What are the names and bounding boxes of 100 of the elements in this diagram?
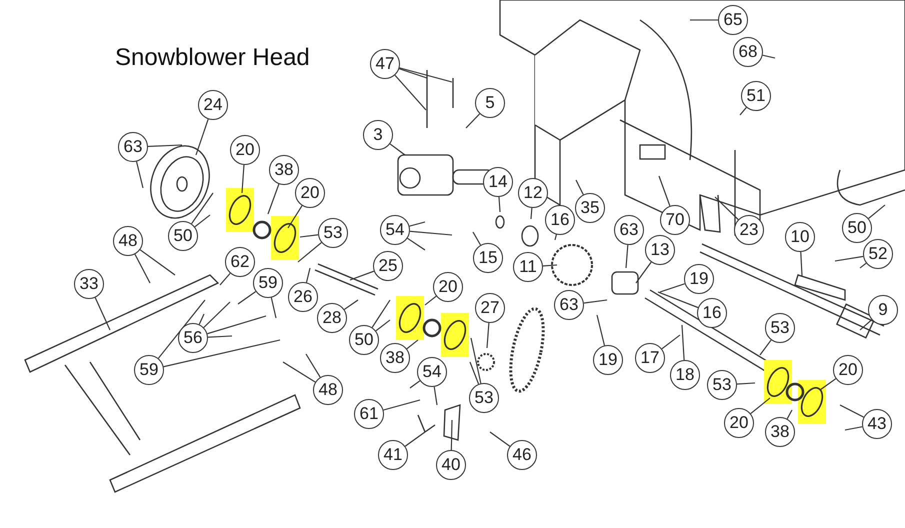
callout-number: 23 <box>734 215 764 245</box>
leader-line <box>300 234 318 238</box>
leader-line <box>270 298 277 318</box>
leader-line <box>238 291 256 304</box>
leader-line <box>399 68 428 79</box>
callout-number: 52 <box>863 239 893 269</box>
leader-line <box>740 107 747 116</box>
callout-number: 35 <box>575 193 605 223</box>
callout-number: 14 <box>483 167 513 197</box>
callout-number: 53 <box>707 370 737 400</box>
leader-line <box>306 268 311 283</box>
leader-line <box>407 238 426 250</box>
callout-number: 50 <box>349 325 379 355</box>
leader-line <box>194 214 210 228</box>
callout-number: 50 <box>842 213 872 243</box>
leader-line <box>148 144 182 147</box>
callout-number: 16 <box>545 205 575 235</box>
leader-line <box>404 432 426 447</box>
leader-line <box>681 324 685 360</box>
callout-number: 26 <box>288 282 318 312</box>
callout-number: 3 <box>363 120 393 150</box>
leader-line <box>399 67 452 83</box>
leader-line <box>486 322 490 348</box>
callout-number: 25 <box>373 251 403 281</box>
leader-line <box>434 386 438 406</box>
leader-line <box>596 314 605 346</box>
callout-number: 63 <box>118 132 148 162</box>
leader-line <box>94 297 110 330</box>
leader-line <box>134 254 150 284</box>
leader-line <box>241 164 244 194</box>
leader-line <box>820 378 836 390</box>
leader-line <box>203 302 230 328</box>
leader-line <box>658 291 698 308</box>
leader-line <box>554 234 557 240</box>
callout-number: 41 <box>378 440 408 470</box>
leader-line <box>498 196 501 212</box>
leader-line <box>207 315 266 334</box>
leader-line <box>344 300 358 310</box>
callout-number: 11 <box>513 252 543 282</box>
leader-line <box>410 380 420 388</box>
leader-line <box>490 432 510 447</box>
callout-number: 46 <box>507 440 537 470</box>
leader-line <box>140 249 176 276</box>
leader-line <box>786 410 792 420</box>
leader-line <box>406 340 418 350</box>
callout-number: 16 <box>697 298 727 328</box>
callout-number: 40 <box>436 450 466 480</box>
leader-line <box>410 230 452 236</box>
leader-line <box>350 270 374 281</box>
callout-number: 24 <box>198 90 228 120</box>
callout-number: 38 <box>765 417 795 447</box>
leader-line <box>195 119 209 156</box>
leader-line <box>658 176 670 206</box>
leader-line <box>542 264 558 267</box>
leader-line <box>372 300 390 328</box>
callout-number: 38 <box>380 343 410 373</box>
callout-number: 56 <box>178 323 208 353</box>
leader-line <box>208 335 232 338</box>
callout-number: 53 <box>318 218 348 248</box>
leader-line <box>376 320 390 332</box>
leader-line <box>164 339 280 368</box>
callout-number: 27 <box>475 293 505 323</box>
callout-number: 20 <box>833 355 863 385</box>
leader-line <box>662 334 680 350</box>
leader-line <box>267 184 280 214</box>
callout-number: 48 <box>113 226 143 256</box>
callout-number: 20 <box>724 408 754 438</box>
callout-number: 33 <box>74 269 104 299</box>
callout-number: 59 <box>134 355 164 385</box>
leader-line <box>298 242 322 262</box>
leader-line <box>576 180 584 195</box>
leader-line <box>750 398 770 414</box>
leader-line <box>390 143 406 156</box>
leader-line <box>584 299 608 304</box>
leader-line <box>690 19 718 21</box>
leader-line <box>282 362 316 383</box>
callout-number: 53 <box>765 313 795 343</box>
leader-line <box>834 256 864 262</box>
leader-line <box>466 113 480 128</box>
leader-line <box>394 74 426 110</box>
callout-number: 63 <box>554 290 584 320</box>
leader-line <box>158 300 206 359</box>
leader-line <box>736 382 756 385</box>
leader-line <box>306 354 321 378</box>
callout-number: 19 <box>593 345 623 375</box>
callout-number: 13 <box>645 235 675 265</box>
callout-number: 53 <box>469 383 499 413</box>
callout-number: 5 <box>475 88 505 118</box>
leader-line <box>636 262 652 284</box>
callout-number: 10 <box>785 222 815 252</box>
callout-number: 43 <box>862 409 892 439</box>
callout-number: 48 <box>313 375 343 405</box>
leader-line <box>860 262 866 268</box>
callout-number: 38 <box>269 155 299 185</box>
callout-number: 54 <box>380 215 410 245</box>
leader-line <box>470 338 482 384</box>
leader-line <box>383 399 420 411</box>
callout-number: 59 <box>253 268 283 298</box>
leader-line <box>220 272 231 286</box>
leader-line <box>760 340 772 356</box>
